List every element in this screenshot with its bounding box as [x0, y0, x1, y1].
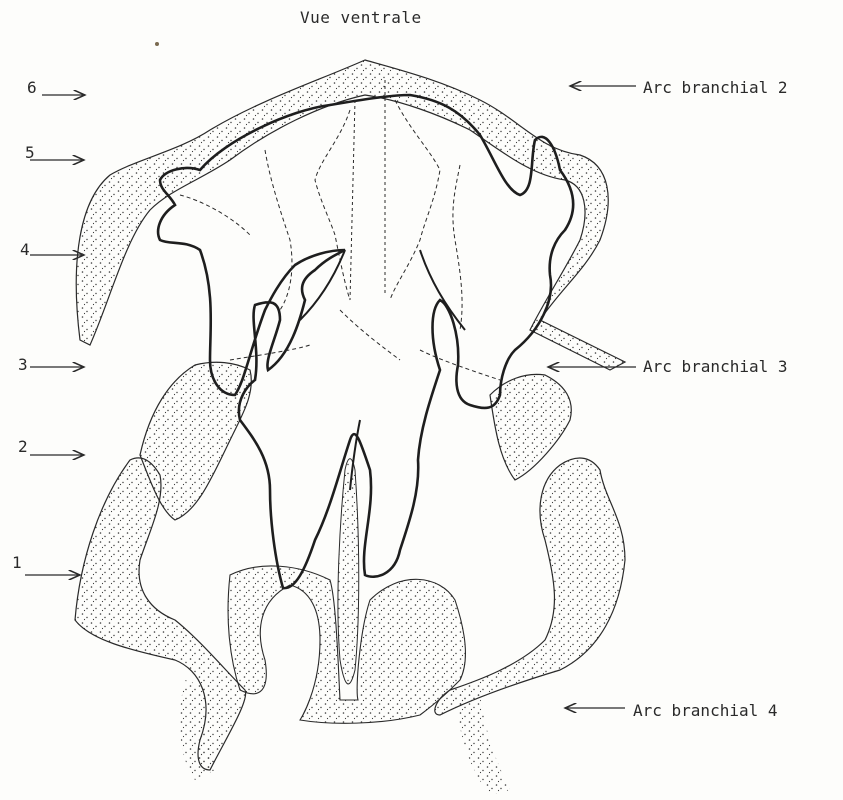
lower-stipple-right: [455, 695, 510, 795]
left-arrows: [25, 95, 85, 575]
arc-branchial-2-shape: [76, 60, 625, 370]
main-body-outline: [158, 95, 573, 588]
arc-branchial-4-left-shape: [75, 458, 246, 770]
central-groove-shape: [338, 459, 359, 684]
arc-branchial-4-right-shape: [435, 458, 625, 715]
dashed-column: [350, 80, 385, 300]
arc-branchial-3-right-shape: [490, 374, 571, 480]
